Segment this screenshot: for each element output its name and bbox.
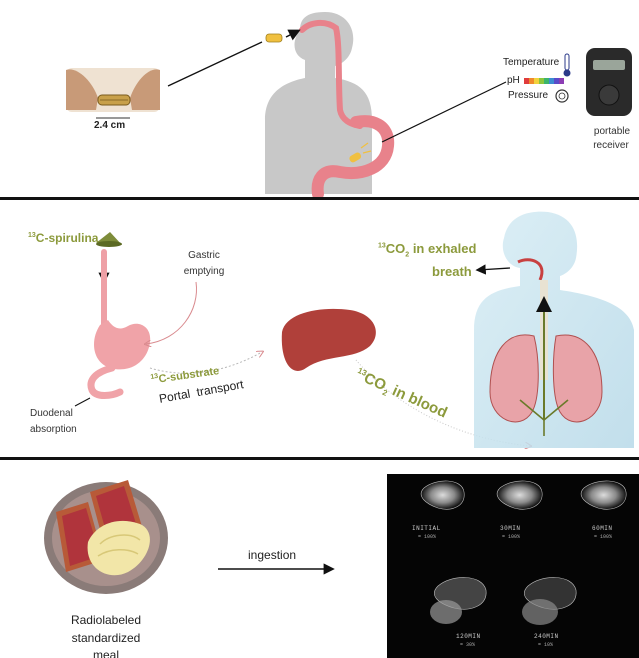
thermometer-icon <box>564 54 571 77</box>
duodenal-pointer-line <box>75 398 90 406</box>
scan-60min-label: 60MIN <box>592 525 613 532</box>
scan-240min-label: 240MIN <box>534 633 559 640</box>
meal-label-line2: standardized <box>46 631 166 645</box>
gastric-label-line1: Gastric <box>180 250 228 261</box>
duodenal-label-line1: Duodenal <box>30 408 73 419</box>
capsule-pointer-line <box>168 42 262 86</box>
scan-initial-label: INITIAL <box>412 525 441 532</box>
ingestion-label: ingestion <box>248 548 296 562</box>
scan-120min-pct: = 30% <box>460 642 475 648</box>
spirulina-dish-icon <box>96 232 122 247</box>
temperature-label: Temperature <box>503 57 559 68</box>
ingest-arrow <box>286 31 298 37</box>
signal-line <box>382 82 506 142</box>
scan-60min-pct: = 100% <box>594 534 612 540</box>
scan-120min-label: 120MIN <box>456 633 481 640</box>
exhaled-co2-label-line2: breath <box>432 264 472 279</box>
ph-scale-icon <box>524 78 564 84</box>
meal-label-line3: meal <box>46 648 166 658</box>
scan-30min-pct: = 100% <box>502 534 520 540</box>
panel-capsule <box>66 12 632 194</box>
liver-illustration <box>282 309 376 371</box>
scan-initial-pct: = 100% <box>418 534 436 540</box>
meal-label-line1: Radiolabeled <box>46 613 166 627</box>
receiver-label-line2: receiver <box>586 140 636 151</box>
exhaled-co2-label-line1: 13CO2 in exhaled <box>378 241 476 259</box>
duodenal-label-line2: absorption <box>30 424 77 435</box>
scintigraphy-image <box>387 474 639 658</box>
pressure-gauge-icon <box>556 90 568 102</box>
ph-label: pH <box>507 75 520 86</box>
head-and-lungs-illustration <box>474 212 634 448</box>
panel-breath-test <box>75 212 634 448</box>
exhale-arrow <box>478 268 510 270</box>
spirulina-label: 13C-spirulina <box>28 231 98 245</box>
stomach-duodenum-illustration <box>91 252 150 396</box>
pressure-label: Pressure <box>508 90 548 101</box>
portable-receiver-device <box>586 48 632 116</box>
swallowed-capsule-icon <box>266 34 282 42</box>
gastric-label-line2: emptying <box>173 266 235 277</box>
meal-plate-illustration <box>44 480 168 594</box>
capsule-in-fingers-photo <box>66 68 160 112</box>
scan-240min-pct: = 10% <box>538 642 553 648</box>
panel-divider-2 <box>0 457 639 460</box>
receiver-label-line1: portable <box>590 126 634 137</box>
scan-30min-label: 30MIN <box>500 525 521 532</box>
gastric-emptying-arrow <box>146 282 197 344</box>
panel-divider-1 <box>0 197 639 200</box>
capsule-size-label: 2.4 cm <box>94 120 125 131</box>
